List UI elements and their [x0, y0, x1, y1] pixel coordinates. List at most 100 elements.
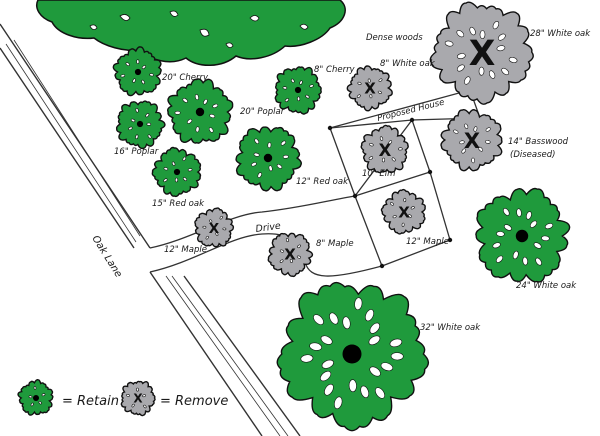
tree-canopy: [380, 188, 426, 235]
canopy-gap: [300, 354, 314, 363]
remove-x-mark: X: [464, 129, 480, 153]
tree-poplar-16: [115, 100, 166, 150]
canopy-gap: [408, 214, 412, 218]
tree-canopy: [267, 232, 314, 278]
canopy-gap: [38, 401, 42, 405]
canopy-gap: [485, 140, 491, 144]
canopy-gap: [488, 70, 496, 79]
canopy-gap: [391, 157, 396, 162]
canopy-gap: [369, 143, 374, 147]
canopy-gap: [471, 157, 475, 164]
canopy-gap: [182, 98, 188, 103]
canopy-gap: [329, 312, 339, 325]
label-15-red-oak: 15" Red oak: [152, 199, 205, 209]
canopy-gap: [357, 81, 362, 85]
canopy-gap: [182, 177, 188, 181]
canopy-gap: [456, 30, 465, 38]
canopy-gap: [378, 78, 383, 82]
canopy-gap: [296, 255, 301, 259]
canopy-gap: [309, 84, 314, 88]
canopy-gap: [305, 94, 310, 99]
oak-lane-road: [0, 23, 301, 436]
tree-canopy: [360, 124, 409, 174]
canopy-gap: [222, 227, 227, 231]
canopy-gap: [464, 123, 469, 129]
tree-basswood-14: X: [440, 108, 503, 172]
legend-remove-text: = Remove: [160, 394, 228, 409]
canopy-gap: [516, 208, 522, 217]
remove-x-mark: X: [133, 391, 143, 405]
canopy-gap: [145, 113, 150, 118]
label-12-red-oak: 12" Red oak: [296, 177, 349, 187]
canopy-gap: [282, 154, 289, 159]
label-8-white-oak: 8" White oak: [380, 59, 436, 69]
canopy-gap: [529, 220, 538, 228]
canopy-gap: [126, 394, 130, 397]
remove-x-mark: X: [398, 204, 410, 222]
canopy-gap: [146, 122, 152, 126]
canopy-gap: [464, 76, 471, 85]
canopy-gap: [535, 257, 542, 266]
canopy-gap: [369, 366, 381, 377]
tree-cherry-8: [274, 66, 322, 115]
canopy-gap: [285, 237, 289, 243]
canopy-gap: [522, 256, 528, 266]
canopy-gap: [456, 64, 465, 72]
canopy-gap: [459, 140, 465, 145]
canopy-gap: [492, 242, 501, 249]
label-12-maple-right: 12" Maple: [406, 237, 449, 247]
canopy-gap: [403, 197, 407, 203]
canopy-gap: [202, 225, 207, 229]
canopy-gap: [171, 161, 176, 166]
canopy-gap: [205, 235, 209, 240]
canopy-gap: [342, 316, 351, 330]
canopy-gap: [143, 404, 147, 409]
canopy-gap: [141, 79, 145, 85]
canopy-gap: [299, 80, 303, 85]
trunk-dot: [263, 153, 273, 163]
canopy-gap: [503, 207, 510, 216]
canopy-gap: [398, 147, 403, 151]
canopy-gap: [282, 86, 288, 90]
label-28-white-oak: 28" White oak: [530, 29, 591, 39]
canopy-gap: [478, 66, 485, 76]
canopy-gap: [280, 140, 286, 146]
remove-x-mark: X: [364, 80, 376, 98]
canopy-gap: [508, 57, 518, 63]
canopy-gap: [187, 118, 193, 124]
canopy-gap: [324, 383, 334, 396]
canopy-gap: [309, 342, 322, 351]
canopy-gap: [497, 33, 506, 41]
canopy-gap: [533, 242, 542, 249]
canopy-gap: [320, 335, 333, 345]
canopy-gap: [321, 359, 334, 369]
canopy-gap: [495, 255, 504, 263]
canopy-gap: [130, 118, 136, 123]
canopy-gap: [268, 165, 273, 172]
canopy-gap: [473, 126, 478, 132]
canopy-gap: [279, 259, 284, 263]
canopy-gap: [368, 335, 381, 346]
trunk-dot: [515, 229, 529, 243]
canopy-gap: [194, 94, 199, 101]
canopy-gap: [195, 126, 200, 133]
canopy-gap: [492, 20, 500, 30]
legend: = Retain X = Remove: [17, 378, 228, 417]
label-8-cherry: 8" Cherry: [314, 65, 356, 75]
canopy-gap: [456, 53, 466, 59]
remove-x-mark: X: [469, 34, 496, 74]
canopy-gap: [375, 387, 385, 399]
canopy-gap: [479, 30, 486, 39]
trunk-dot: [195, 107, 205, 117]
canopy-gap: [453, 129, 459, 134]
canopy-gap: [125, 62, 130, 66]
canopy-gap: [209, 113, 216, 119]
canopy-gap: [368, 156, 374, 160]
canopy-gap: [135, 134, 139, 140]
canopy-gap: [174, 110, 181, 115]
remove-x-mark: X: [379, 141, 392, 160]
canopy-gap: [401, 222, 405, 227]
legend-retain-tree: [17, 378, 54, 416]
canopy-gap: [313, 314, 324, 325]
